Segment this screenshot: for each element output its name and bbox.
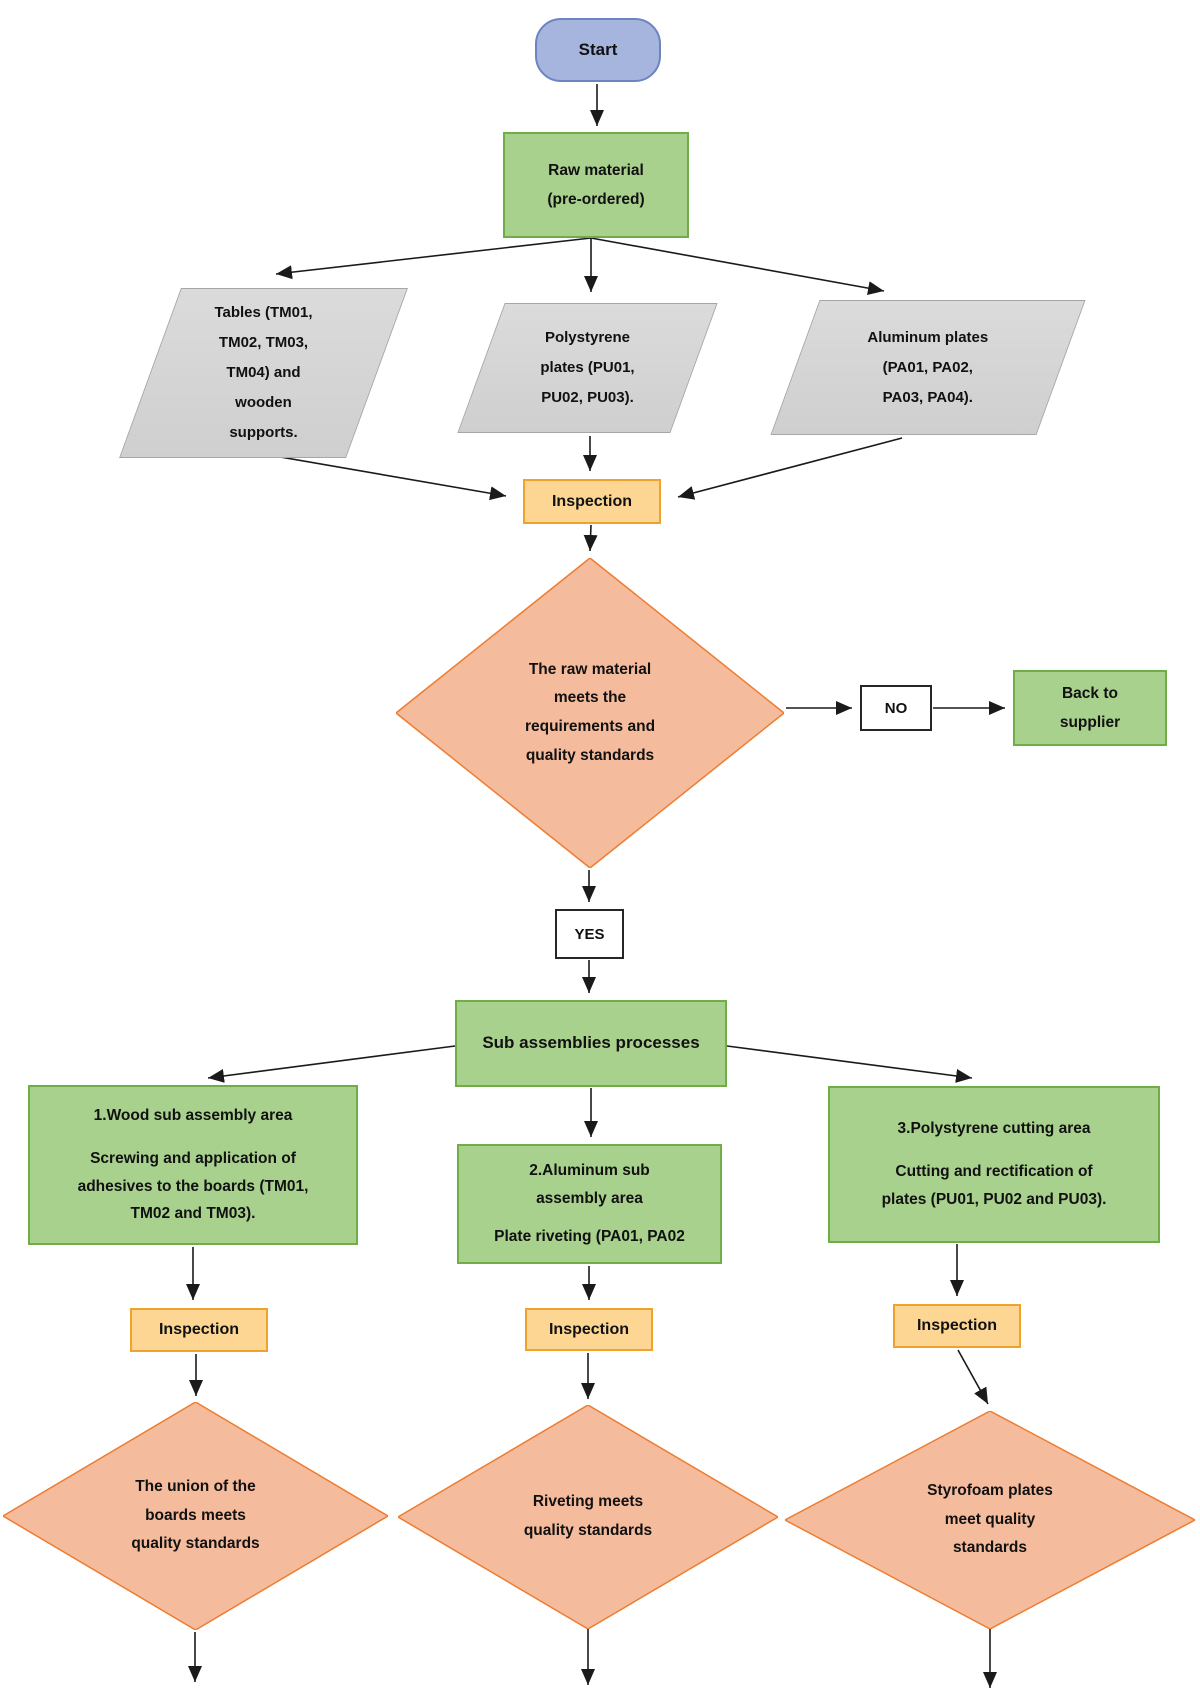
decision-aluminum-diamond: Riveting meets quality standards [398,1405,778,1629]
input-polystyrene-parallelogram: Polystyrene plates (PU01, PU02, PU03). [457,303,718,433]
polystyrene-area-node: 3.Polystyrene cutting area Cutting and r… [828,1086,1160,1243]
raw-material-node: Raw material (pre-ordered) [503,132,689,238]
diamond-shape [396,558,784,868]
inspection-aluminum-node: Inspection [525,1308,653,1351]
no-label: NO [884,699,908,717]
input-polystyrene-label: Polystyrene plates (PU01, PU02, PU03). [540,329,635,406]
arrow-aluminum-to-inspection [677,437,903,500]
input-tables-label: Tables (TM01, TM02, TM03, TM04) and wood… [214,304,313,441]
input-aluminum-label: Aluminum plates (PA01, PA02, PA03, PA04)… [867,328,989,406]
yes-label: YES [574,925,605,943]
arrow-inspection-to-decision [583,524,598,552]
aluminum-area-title: 2.Aluminum sub assembly area [529,1162,650,1208]
decision-raw-label: The raw material meets the requirements … [524,660,656,764]
raw-material-label: Raw material (pre-ordered) [547,161,645,208]
inspection-wood-node: Inspection [130,1308,268,1352]
wood-area-body: Screwing and application of adhesives to… [77,1149,309,1223]
arrow-sub-to-polystyrene [726,1045,973,1083]
decision-wood-diamond: The union of the boards meets quality st… [3,1402,388,1630]
aluminum-area-body: Plate riveting (PA01, PA02 [494,1227,685,1245]
yes-node: YES [555,909,624,959]
decision-raw-diamond: The raw material meets the requirements … [396,558,784,868]
back-to-supplier-node: Back to supplier [1013,670,1167,746]
inspection-raw-node: Inspection [523,479,661,524]
start-node: Start [535,18,661,82]
wood-area-node: 1.Wood sub assembly area Screwing and ap… [28,1085,358,1245]
arrow-inspection-to-polystyrene-decision [957,1349,989,1405]
polystyrene-area-title: 3.Polystyrene cutting area [897,1120,1091,1138]
decision-polystyrene-diamond: Styrofoam plates meet quality standards [785,1411,1195,1629]
decision-polystyrene-label: Styrofoam plates meet quality standards [927,1481,1053,1557]
inspection-aluminum-label: Inspection [548,1320,629,1338]
diamond-shape [398,1405,778,1629]
aluminum-area-node: 2.Aluminum sub assembly area Plate rivet… [457,1144,722,1264]
sub-assemblies-label: Sub assemblies processes [482,1033,700,1053]
polystyrene-area-body: Cutting and rectification of plates (PU0… [881,1163,1107,1208]
arrow-raw-to-tables [275,237,592,280]
start-label: Start [578,40,618,59]
input-tables-parallelogram: Tables (TM01, TM02, TM03, TM04) and wood… [119,288,408,458]
diamond-shape [785,1411,1195,1629]
inspection-wood-label: Inspection [158,1321,239,1338]
inspection-polystyrene-node: Inspection [893,1304,1021,1348]
no-node: NO [860,685,932,731]
diamond-shape [3,1402,388,1630]
sub-assemblies-node: Sub assemblies processes [455,1000,727,1087]
back-to-supplier-label: Back to supplier [1059,684,1121,731]
inspection-raw-label: Inspection [551,492,632,510]
inspection-polystyrene-label: Inspection [916,1317,997,1334]
decision-wood-label: The union of the boards meets quality st… [131,1477,260,1553]
arrow-raw-to-aluminum [590,237,885,296]
wood-area-title: 1.Wood sub assembly area [93,1106,293,1124]
input-aluminum-parallelogram: Aluminum plates (PA01, PA02, PA03, PA04)… [770,300,1086,435]
decision-aluminum-label: Riveting meets quality standards [523,1493,653,1539]
arrow-sub-to-wood [207,1045,456,1083]
